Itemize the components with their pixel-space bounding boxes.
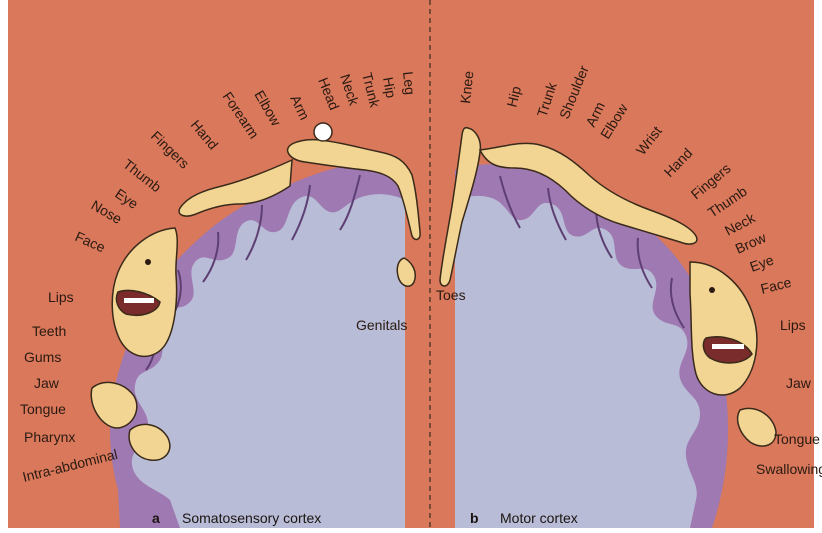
label-right-swallowing: Swallowing [756, 461, 822, 477]
label-right-jaw: Jaw [786, 375, 812, 391]
panel-letter-a: a [152, 510, 160, 526]
label-left-leg: Leg [400, 71, 418, 96]
left-homunculus-teeth [124, 298, 154, 303]
right-homunculus-teeth [712, 344, 744, 349]
label-right-toes: Toes [436, 287, 466, 303]
label-left-tongue: Tongue [20, 401, 66, 417]
left-homunculus-head [314, 123, 332, 141]
panel-caption-motor: Motor cortex [500, 510, 578, 526]
label-left-lips: Lips [48, 289, 74, 305]
right-homunculus-eye [709, 287, 715, 293]
panel-letter-b: b [470, 510, 479, 526]
left-homunculus-eye [145, 259, 151, 265]
label-left-genitals: Genitals [356, 317, 407, 333]
label-right-tongue: Tongue [774, 431, 820, 447]
label-left-pharynx: Pharynx [24, 429, 75, 445]
label-right-lips: Lips [780, 317, 806, 333]
label-left-jaw: Jaw [34, 375, 60, 391]
panel-caption-somatosensory: Somatosensory cortex [182, 510, 321, 526]
label-left-gums: Gums [24, 349, 61, 365]
label-left-teeth: Teeth [32, 323, 66, 339]
label-right-knee: Knee [457, 70, 476, 104]
